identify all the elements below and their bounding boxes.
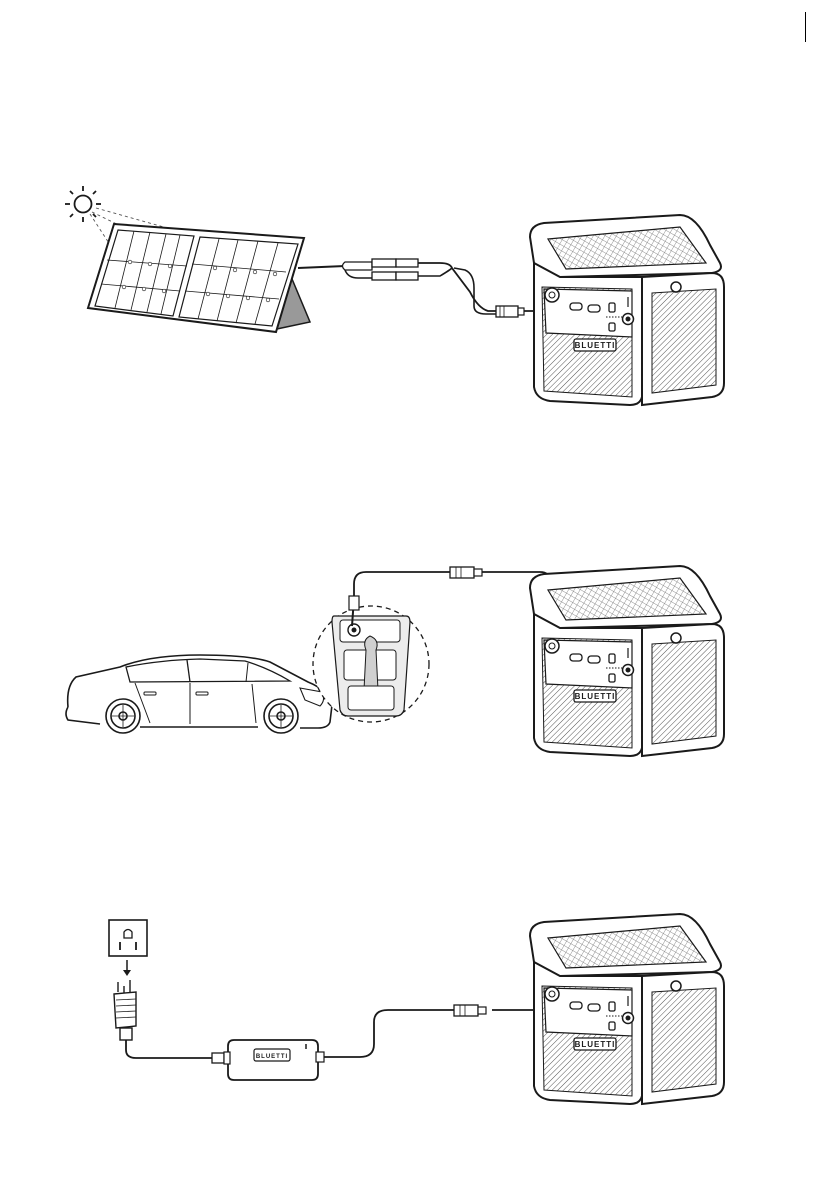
- power-station-3: BLUETTI: [530, 914, 724, 1104]
- ac-section: BLUETTI BLUETTI: [109, 914, 724, 1104]
- solar-section: BLUETTI: [65, 186, 724, 405]
- down-arrow-icon: [123, 960, 131, 976]
- adapter-logo: BLUETTI: [256, 1054, 288, 1060]
- brand-logo: BLUETTI: [575, 1040, 616, 1049]
- ac-cable: [126, 1040, 224, 1063]
- power-station-1: BLUETTI: [530, 215, 724, 405]
- brand-logo: BLUETTI: [575, 341, 616, 350]
- ac-adapter: BLUETTI: [224, 1040, 324, 1080]
- car-socket-zoom: [313, 606, 429, 722]
- power-station-2: BLUETTI: [530, 566, 724, 756]
- car-section: BLUETTI: [66, 566, 724, 756]
- wall-outlet-icon: [109, 920, 147, 956]
- car: [66, 655, 332, 733]
- sun-icon: [65, 186, 101, 222]
- solar-panel: [88, 224, 310, 332]
- ac-plug: [114, 980, 136, 1040]
- brand-logo: BLUETTI: [575, 692, 616, 701]
